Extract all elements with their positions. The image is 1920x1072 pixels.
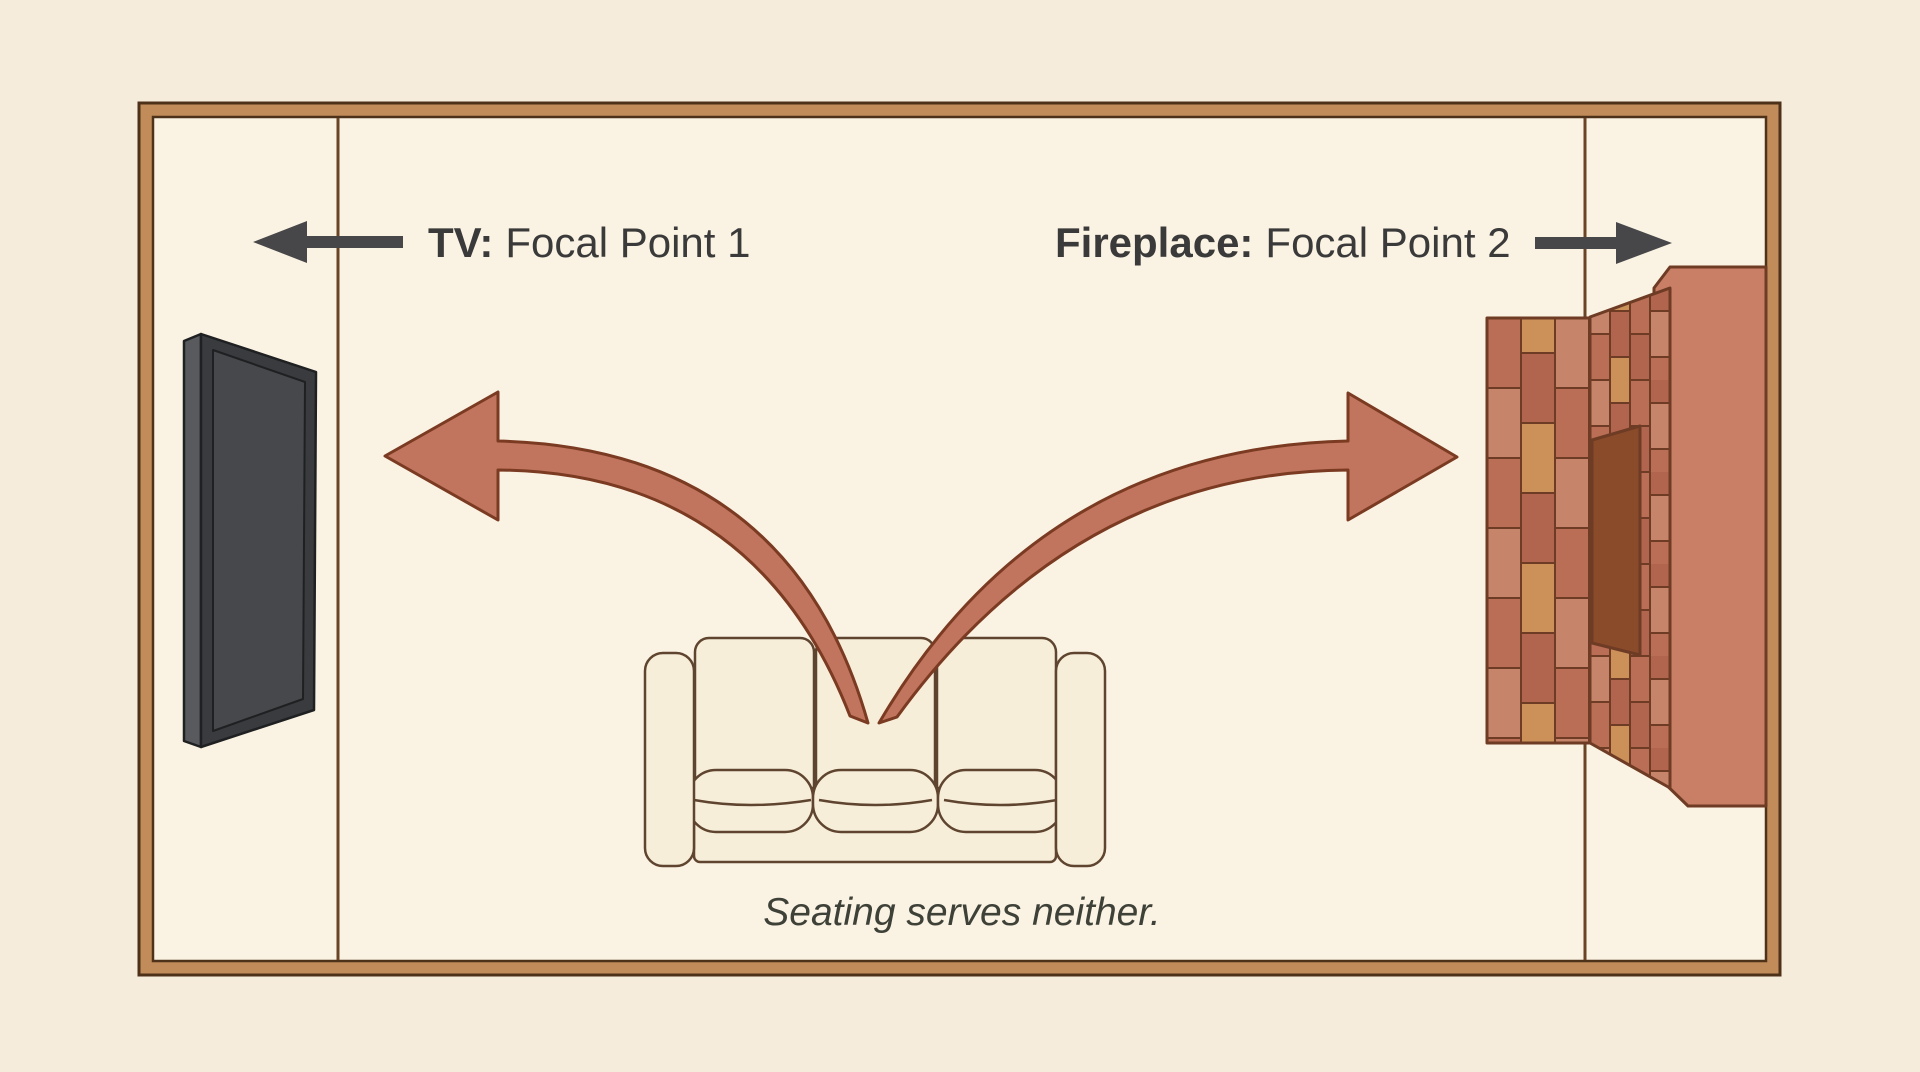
label-fireplace-bold: Fireplace:	[1055, 219, 1253, 266]
arrow-right-icon	[1535, 222, 1672, 264]
label-tv-focal-point: TV: Focal Point 1	[428, 219, 750, 266]
tv-side-edge	[182, 332, 203, 749]
sofa-left-arm	[643, 651, 696, 868]
label-tv-bold: TV:	[428, 219, 493, 266]
sofa-right-arm	[1054, 651, 1107, 868]
curved-arrow-left-icon	[383, 390, 870, 725]
seating-caption: Seating serves neither.	[763, 891, 1160, 934]
sofa-seat-seam	[943, 798, 1058, 807]
sofa-seat-seam	[818, 798, 933, 807]
arrow-left-icon	[253, 221, 403, 263]
fireplace-firebox-opening	[1590, 424, 1642, 657]
fireplace	[1485, 265, 1768, 808]
label-fireplace-focal-point: Fireplace: Focal Point 2	[1055, 219, 1511, 266]
fireplace-front-brick-face	[1487, 318, 1590, 743]
fireplace-front-face-outline	[1485, 316, 1592, 745]
label-tv-rest: Focal Point 1	[505, 219, 750, 266]
label-fireplace-rest: Focal Point 2	[1265, 219, 1510, 266]
tv-screen	[212, 349, 306, 732]
tv	[182, 332, 318, 749]
curved-arrow-right-icon	[877, 391, 1459, 725]
sofa-seat-seam	[693, 798, 812, 807]
sofa	[643, 636, 1107, 868]
